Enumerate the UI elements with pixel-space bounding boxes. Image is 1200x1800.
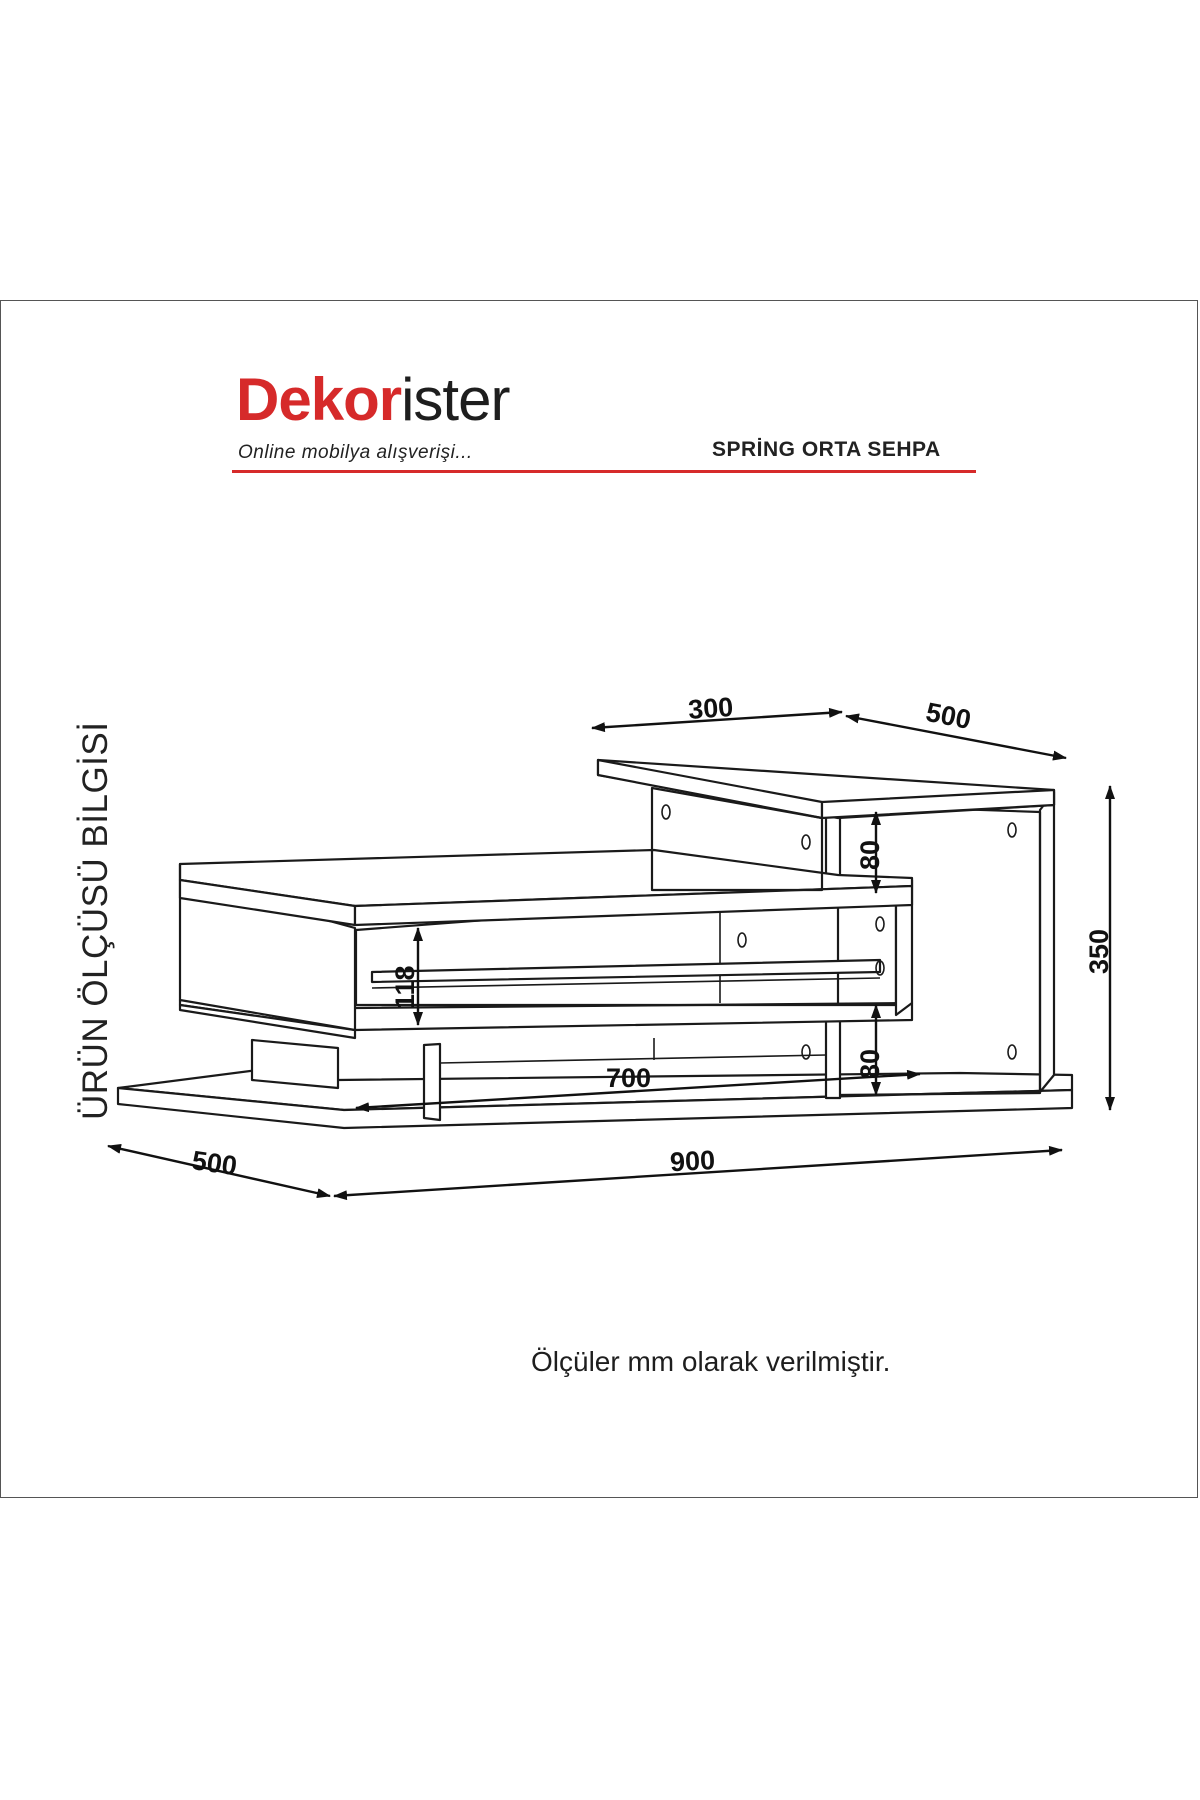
dim-line-base-depth: [107, 1143, 331, 1199]
dim-total-height: 350: [1084, 929, 1114, 974]
hole: [1007, 1044, 1017, 1060]
dim-base-width: 900: [669, 1145, 716, 1177]
top-shelf-support: [650, 786, 824, 892]
hole: [661, 804, 671, 820]
partition-left: [422, 1042, 442, 1122]
cam-holes: [661, 804, 1017, 1060]
outer-frame: [0, 300, 1198, 1498]
dim-line-top-width: [591, 707, 843, 733]
drawer-bottom-front: [178, 1003, 357, 1040]
dim-line-inner-width: [355, 1069, 921, 1113]
brand-name-part1: Dekor: [236, 366, 402, 433]
drawer-middle-shelf: [370, 958, 882, 984]
dim-base-depth: 500: [190, 1145, 239, 1181]
hole: [875, 960, 885, 976]
dimension-labels: 300 500 80 350 118 700 80 500 900: [190, 692, 1114, 1181]
product-title: SPRİNG ORTA SEHPA: [712, 438, 941, 461]
dim-lower-gap: 80: [855, 1049, 885, 1079]
dim-inner-width: 700: [606, 1063, 651, 1093]
dim-line-base-width: [333, 1145, 1063, 1201]
dim-upper-gap: 80: [855, 840, 885, 870]
right-side-panel: [1038, 790, 1056, 1094]
furniture-outline: [116, 758, 1074, 1130]
hole: [737, 932, 747, 948]
hole: [1007, 822, 1017, 838]
partition-right: [824, 1008, 842, 1100]
header-divider: [232, 470, 976, 473]
dim-line-top-depth: [845, 713, 1067, 761]
dimension-lines: [107, 707, 1115, 1201]
drawer-top-right-edge: [353, 884, 914, 927]
dim-drawer-height: 118: [390, 965, 420, 1009]
dim-top-shelf-depth: 500: [923, 697, 973, 735]
hole: [801, 1044, 811, 1060]
left-support-block: [250, 1038, 340, 1090]
hole: [801, 834, 811, 850]
units-footnote: Ölçüler mm olarak verilmiştir.: [531, 1346, 891, 1377]
brand-tagline: Online mobilya alışverişi...: [238, 442, 473, 463]
brand-logo: Dekorister: [236, 370, 510, 430]
dim-top-shelf-width: 300: [687, 692, 734, 725]
brand-name-part2: ister: [401, 366, 510, 433]
hole: [875, 916, 885, 932]
